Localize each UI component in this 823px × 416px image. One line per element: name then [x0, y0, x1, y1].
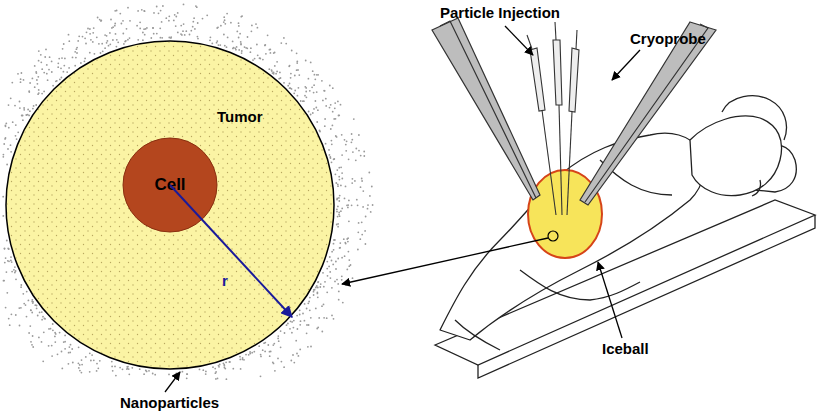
nanoparticle-stipple — [2, 4, 373, 381]
part-label: Particle Injection — [440, 4, 560, 21]
part-label: Nanoparticles — [120, 394, 219, 411]
tumor-site — [548, 231, 558, 241]
radius-arrow — [5, 40, 335, 370]
tumor-circle: TumorCell — [5, 40, 335, 370]
dimension-label: r — [222, 272, 228, 289]
cryoprobe — [432, 18, 716, 205]
node-label: Tumor — [217, 108, 263, 125]
part-label: Iceball — [602, 340, 649, 357]
node-label: Cell — [154, 175, 185, 195]
part-label: Cryoprobe — [630, 30, 706, 47]
syringe — [527, 22, 579, 215]
